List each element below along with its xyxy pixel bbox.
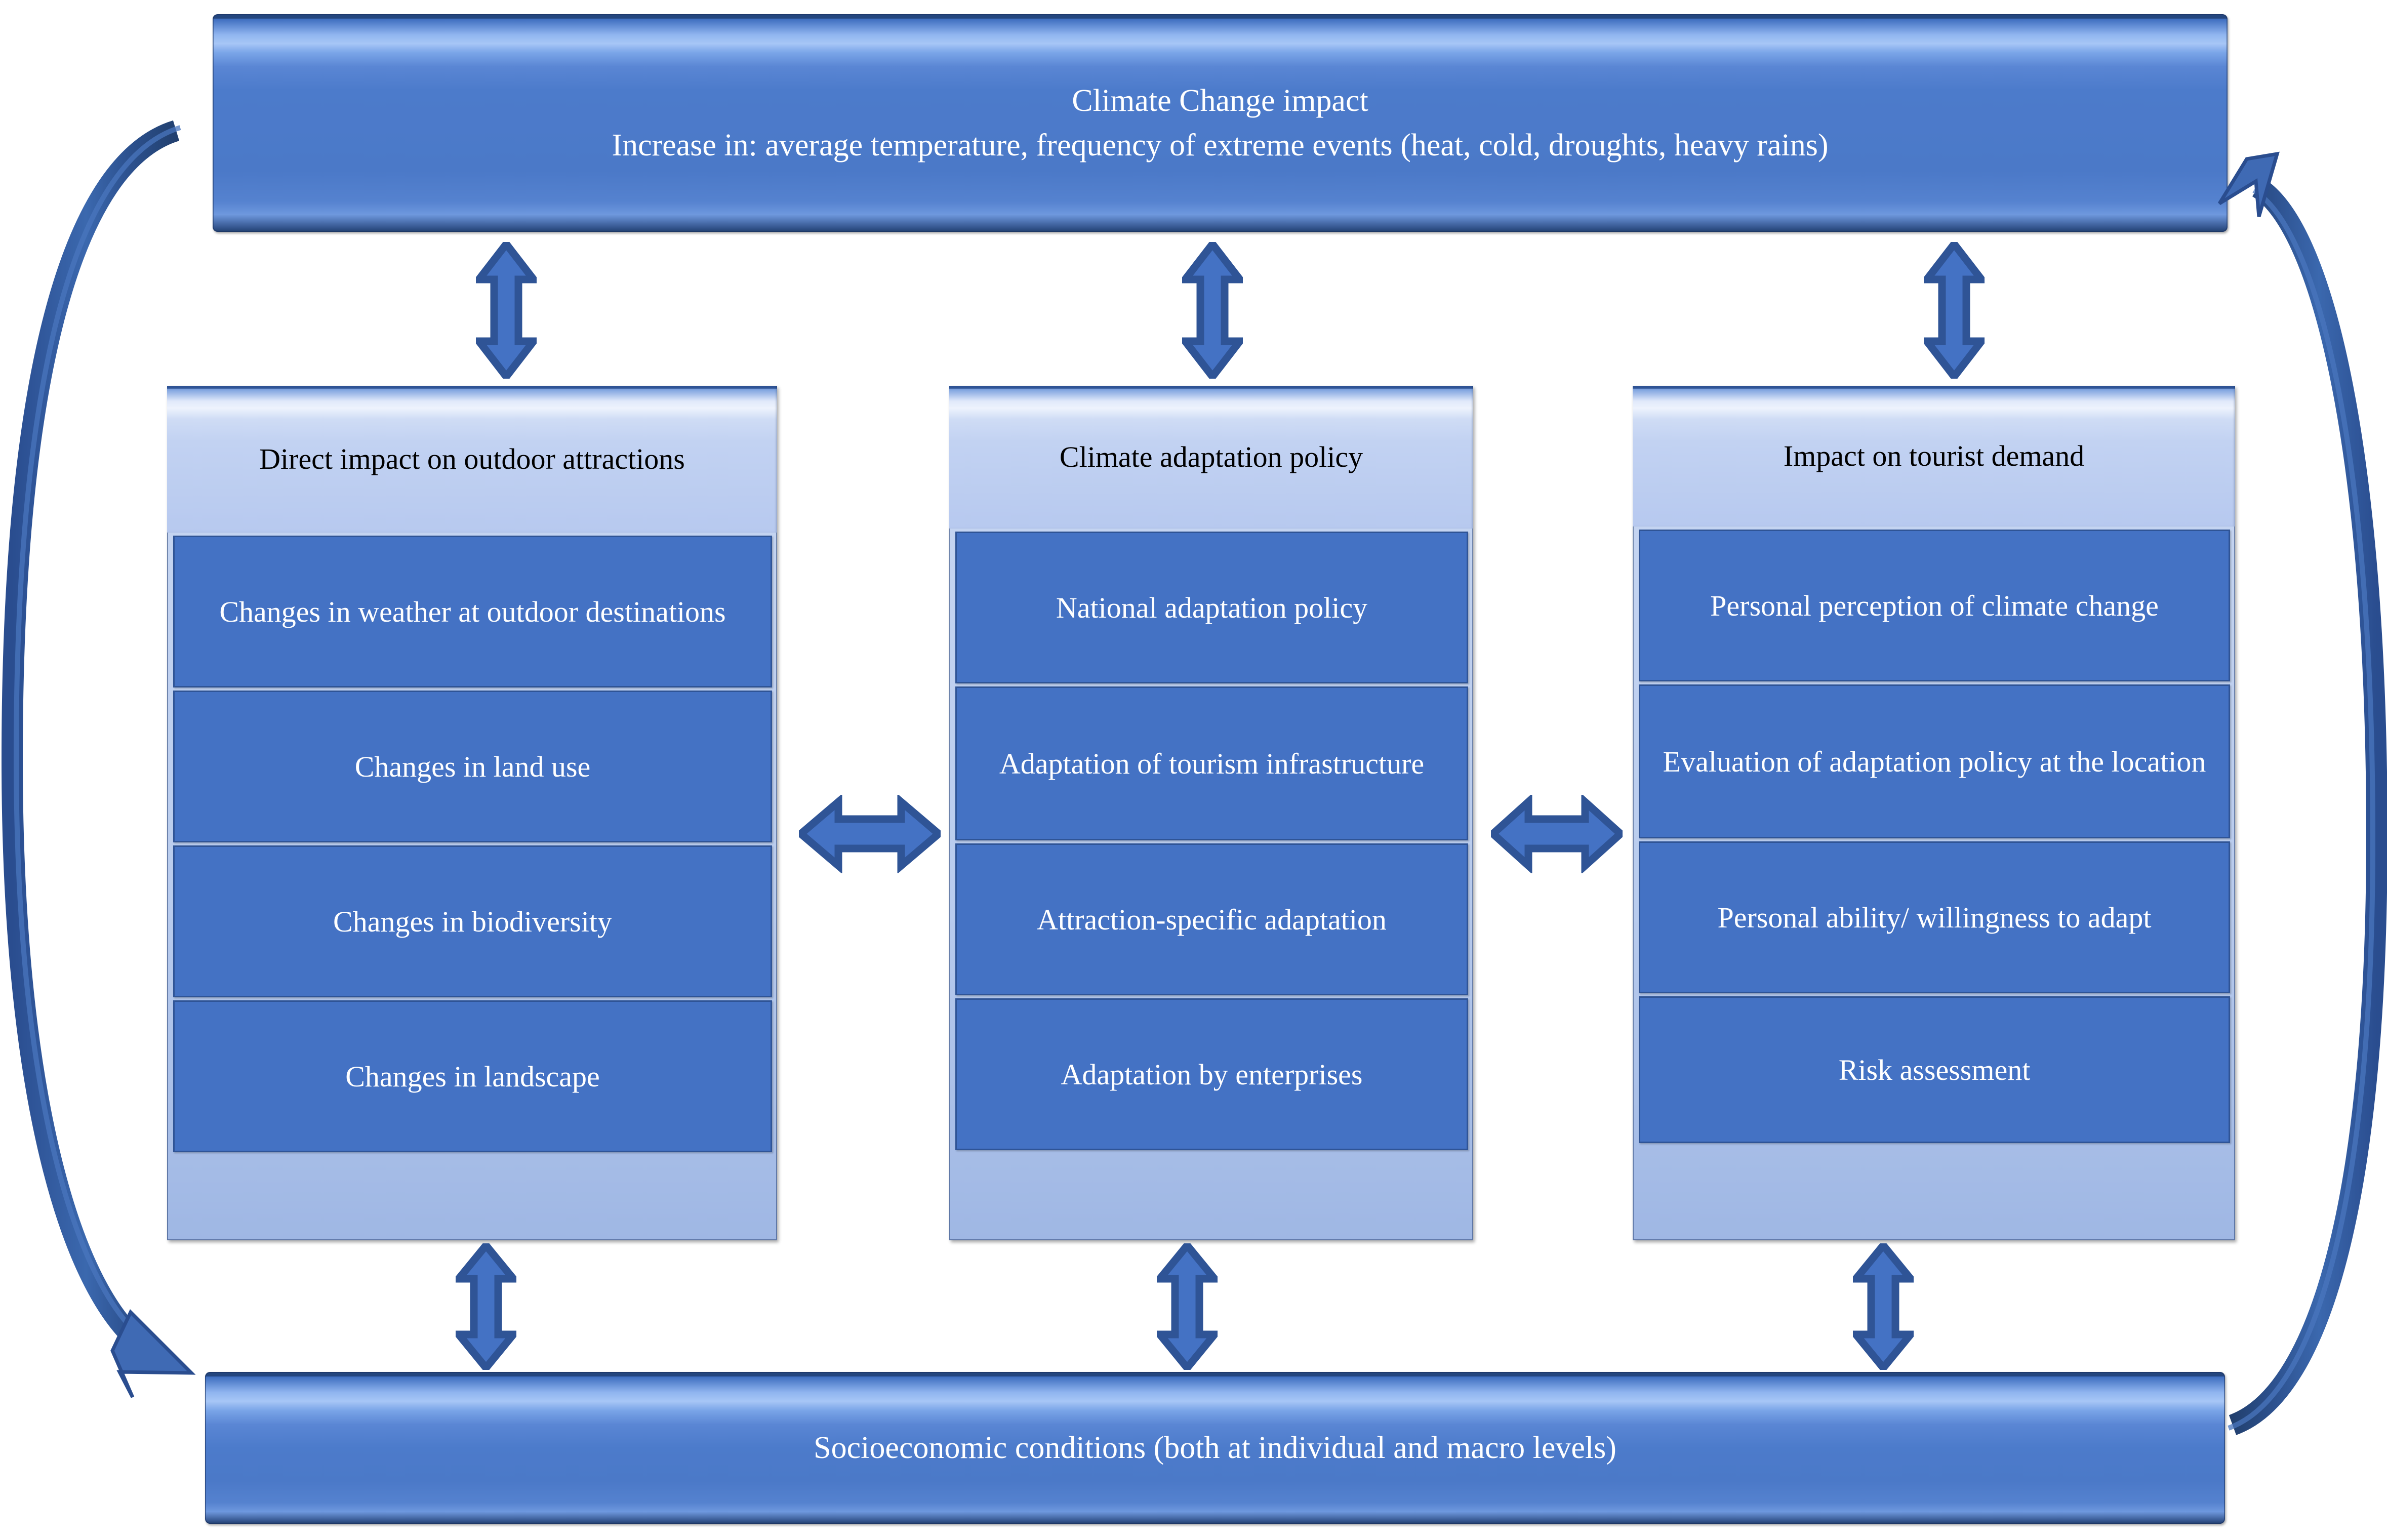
- cell-adaptation-tourism-infrastructure: Adaptation of tourism infrastructure: [955, 686, 1468, 840]
- cell-changes-weather: Changes in weather at outdoor destinatio…: [173, 536, 772, 687]
- cell-evaluation-adaptation-policy: Evaluation of adaptation policy at the l…: [1639, 684, 2230, 838]
- curved-arrow-right-feedback: [2218, 127, 2387, 1493]
- double-arrow-left-middle: [799, 795, 941, 873]
- cell-risk-assessment: Risk assessment: [1639, 996, 2230, 1143]
- double-arrow-bottom-right: [1853, 1243, 1914, 1370]
- column-direct-impact-header: Direct impact on outdoor attractions: [167, 386, 777, 533]
- top-banner-line-1: Climate Change impact: [1072, 83, 1368, 118]
- column-adaptation-policy-header: Climate adaptation policy: [949, 386, 1473, 529]
- column-direct-impact: Direct impact on outdoor attractions Cha…: [167, 386, 777, 1240]
- double-arrow-top-right: [1924, 242, 1985, 379]
- cell-changes-land-use: Changes in land use: [173, 691, 772, 842]
- cell-attraction-specific-adaptation: Attraction-specific adaptation: [955, 843, 1468, 995]
- cell-personal-ability-willingness: Personal ability/ willingness to adapt: [1639, 841, 2230, 993]
- column-tourist-demand-header: Impact on tourist demand: [1633, 386, 2235, 526]
- cell-adaptation-by-enterprises: Adaptation by enterprises: [955, 998, 1468, 1150]
- top-banner: Climate Change impact Increase in: avera…: [213, 14, 2228, 232]
- bottom-banner: Socioeconomic conditions (both at indivi…: [205, 1372, 2225, 1524]
- double-arrow-bottom-middle: [1157, 1243, 1218, 1370]
- top-banner-line-2: Increase in: average temperature, freque…: [612, 128, 1829, 163]
- double-arrow-bottom-left: [456, 1243, 516, 1370]
- cell-changes-biodiversity: Changes in biodiversity: [173, 845, 772, 997]
- curved-arrow-left-feedback: [0, 101, 233, 1468]
- double-arrow-top-left: [476, 242, 537, 379]
- double-arrow-top-middle: [1182, 242, 1243, 379]
- double-arrow-middle-right: [1491, 795, 1623, 873]
- cell-changes-landscape: Changes in landscape: [173, 1000, 772, 1152]
- cell-national-adaptation-policy: National adaptation policy: [955, 532, 1468, 683]
- column-tourist-demand: Impact on tourist demand Personal percep…: [1633, 386, 2235, 1240]
- column-adaptation-policy: Climate adaptation policy National adapt…: [949, 386, 1473, 1240]
- bottom-banner-line-1: Socioeconomic conditions (both at indivi…: [814, 1430, 1616, 1465]
- cell-personal-perception: Personal perception of climate change: [1639, 530, 2230, 681]
